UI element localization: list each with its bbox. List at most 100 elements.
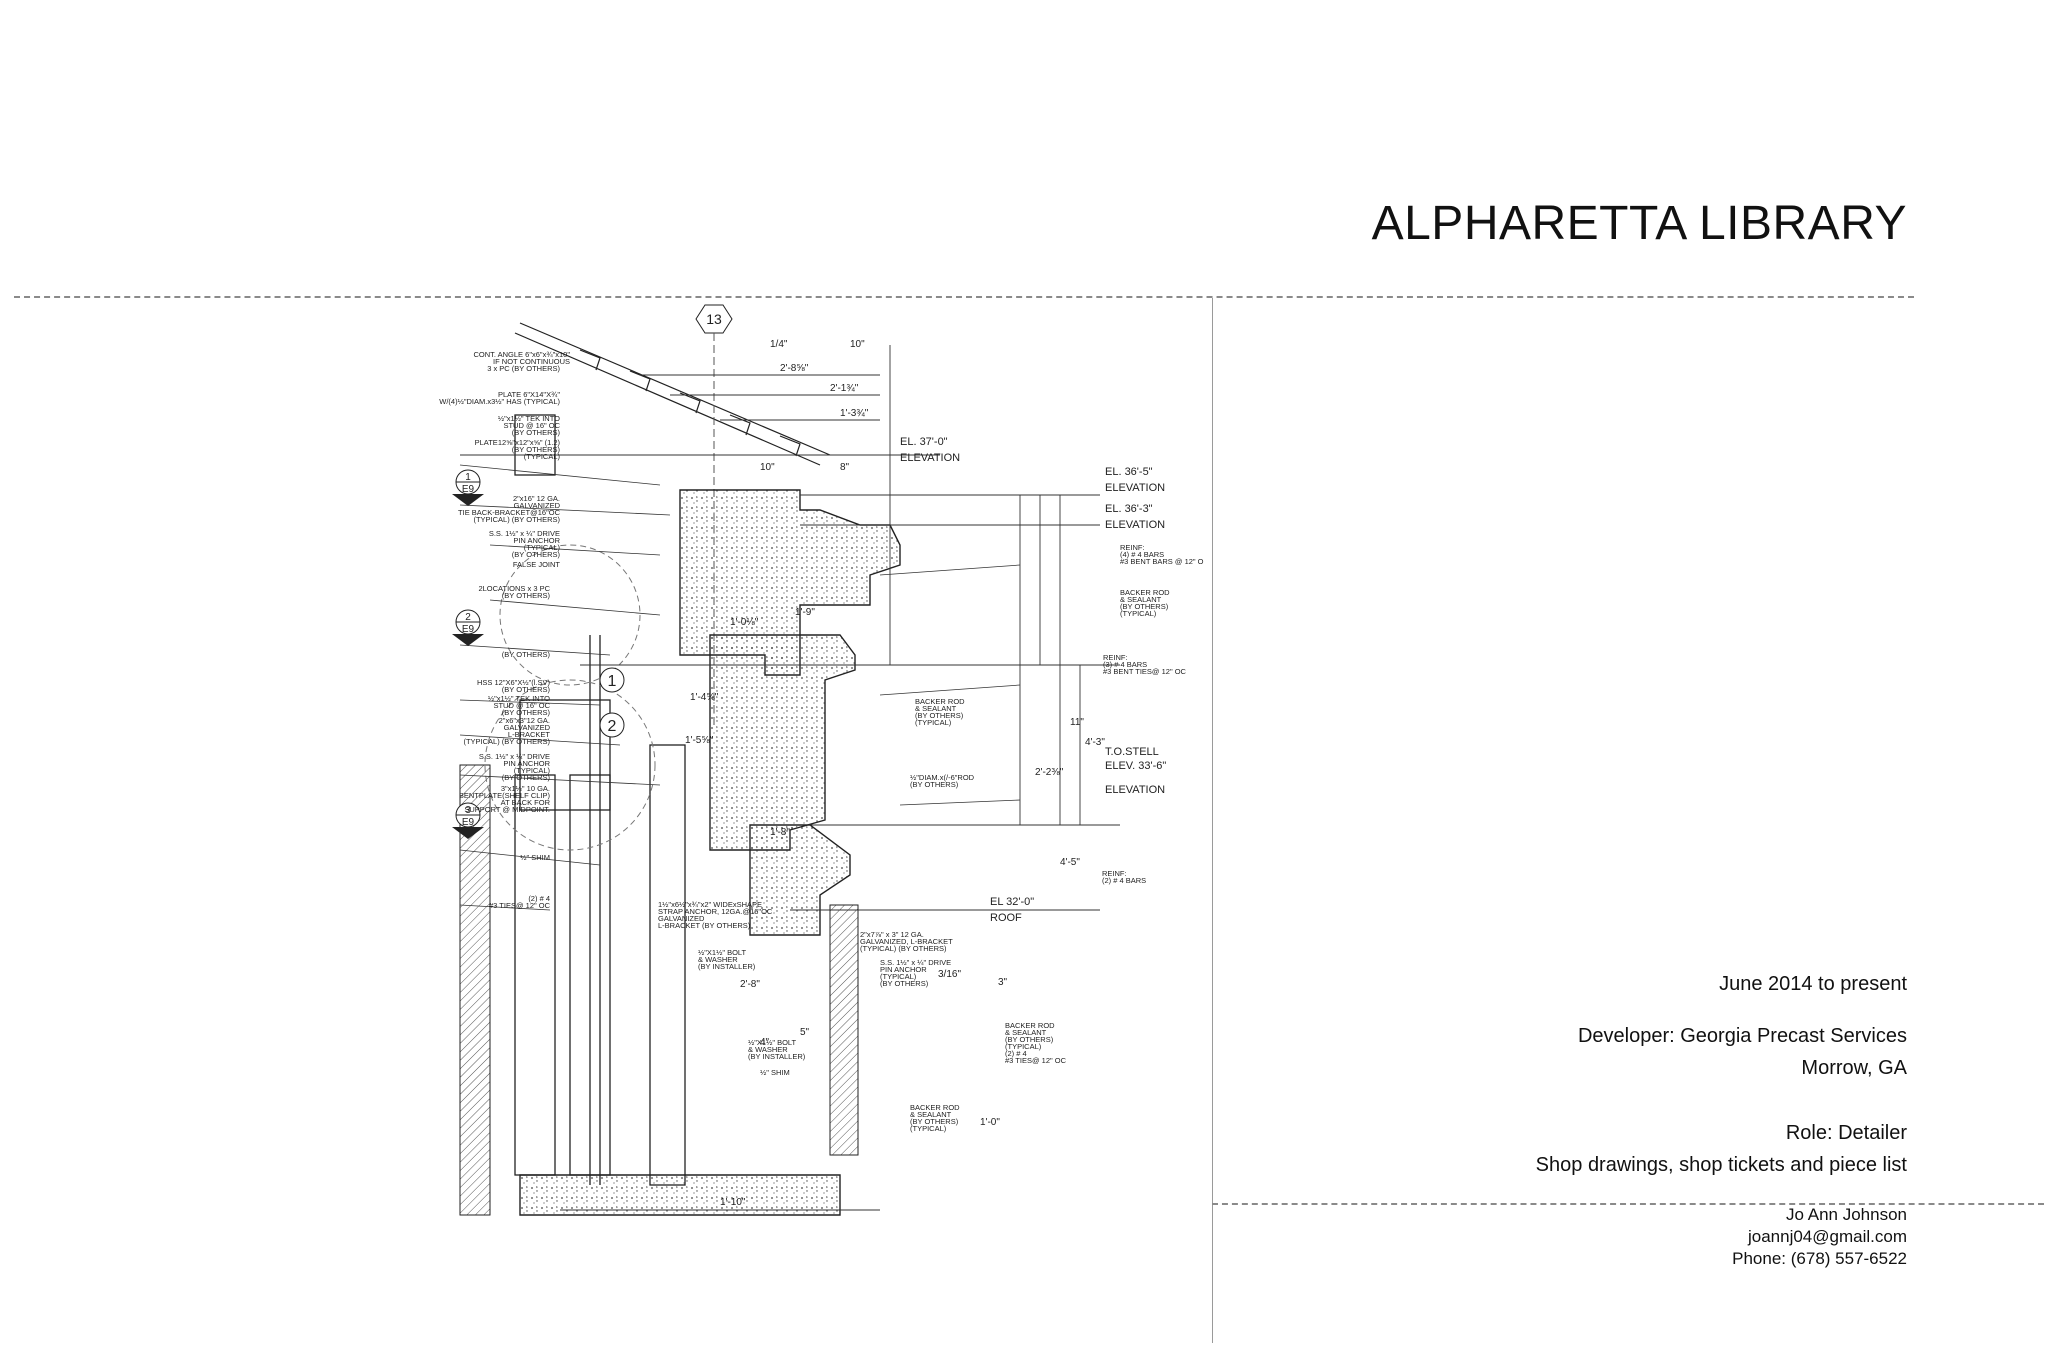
- precast-panel: [519, 489, 901, 1216]
- note-right-35: ½"X1½" BOLT: [698, 948, 747, 957]
- dim-6: 8": [840, 462, 850, 473]
- note-left-11: 2"x16" 12 GA.: [513, 494, 560, 503]
- note-left-15: S.S. 1½" x ¼" DRIVE: [489, 529, 560, 538]
- note-left-35: (BY OTHERS): [502, 773, 551, 782]
- note-left-12: GALVANIZED: [514, 501, 561, 510]
- detail-circles: [484, 544, 656, 851]
- note-right-37: (BY INSTALLER): [698, 962, 756, 971]
- note-right-19: GALVANIZED, L-BRACKET: [860, 937, 953, 946]
- note-left-38: AT BACK FOR: [501, 798, 551, 807]
- elevation-4-label: ELEVATION: [1105, 784, 1165, 796]
- note-left-4: W/(4)½"DIAM.x3½" HAS (TYPICAL): [439, 397, 560, 406]
- note-right-40: (BY INSTALLER): [748, 1052, 806, 1061]
- note-right-4: & SEALANT: [1120, 595, 1162, 604]
- contact-block: Jo Ann Johnson joannj04@gmail.com Phone:…: [1732, 1204, 1907, 1270]
- section-marker-2-num: 2: [465, 612, 471, 623]
- elevation-1-label: ELEVATION: [900, 452, 960, 464]
- dim-15: 5": [800, 1027, 810, 1038]
- dim-1: 2'-1¾": [830, 383, 859, 394]
- note-right-45: L-BRACKET (BY OTHERS): [658, 921, 751, 930]
- note-left-24: (BY OTHERS): [502, 685, 551, 694]
- project-tasks: Shop drawings, shop tickets and piece li…: [1535, 1154, 1907, 1176]
- elevation-labels: EL. 37'-0" ELEVATION EL. 36'-5" ELEVATIO…: [900, 436, 1166, 924]
- note-right-39: & WASHER: [748, 1045, 788, 1054]
- notes-right: REINF:(4) # 4 BARS#3 BENT BARS @ 12" OBA…: [658, 543, 1204, 1133]
- note-right-36: & WASHER: [698, 955, 738, 964]
- elevation-2-label: ELEVATION: [1105, 482, 1165, 494]
- note-right-17: (2) # 4 BARS: [1102, 876, 1146, 885]
- elevation-1: EL. 37'-0": [900, 436, 948, 448]
- dim-0: 2'-8⅝": [780, 363, 809, 374]
- note-left-23: HSS 12"X6"X½"(l.SV): [477, 678, 551, 687]
- dim-20: 2'-2⅜": [1035, 767, 1064, 778]
- leader-lines: [459, 464, 1021, 911]
- note-right-7: REINF:: [1103, 653, 1128, 662]
- note-left-34: (TYPICAL): [514, 766, 551, 775]
- note-left-32: S.S. 1½" x ¼" DRIVE: [479, 752, 550, 761]
- contact-email[interactable]: joannj04@gmail.com: [1747, 1227, 1907, 1246]
- note-right-15: (BY OTHERS): [910, 780, 959, 789]
- note-right-5: (BY OTHERS): [1120, 602, 1169, 611]
- dimension-labels: 2'-8⅝" 2'-1¾" 1'-3¾" 1/4" 10" 10" 8" 1'-…: [685, 339, 1105, 1208]
- note-right-25: BACKER ROD: [1005, 1021, 1055, 1030]
- note-left-0: CONT. ANGLE 6"x6"x¾"x10": [473, 350, 570, 359]
- contact-phone: Phone: (678) 557-6522: [1732, 1249, 1907, 1268]
- note-right-34: (TYPICAL): [910, 1124, 947, 1133]
- dim-9: 1'-4⅝": [690, 692, 719, 703]
- project-dates: June 2014 to present: [1719, 973, 1907, 995]
- note-left-20: 2LOCATIONS x 3 PC: [478, 584, 550, 593]
- note-right-24: (BY OTHERS): [880, 979, 929, 988]
- note-left-10: (TYPICAL): [524, 452, 561, 461]
- note-left-31: (TYPICAL) (BY OTHERS): [463, 737, 550, 746]
- elevation-5: EL 32'-0": [990, 896, 1034, 908]
- note-left-13: TIE BACK-BRACKET@16"OC: [458, 508, 561, 517]
- dimension-lines: [460, 345, 1120, 1211]
- note-left-7: (BY OTHERS): [512, 428, 561, 437]
- project-developer: Developer: Georgia Precast Services: [1577, 1025, 1907, 1047]
- note-left-22: (BY OTHERS): [502, 650, 551, 659]
- note-left-3: PLATE 6"X14"X¾": [498, 390, 560, 399]
- contact-name: Jo Ann Johnson: [1786, 1205, 1907, 1224]
- dim-5: 10": [760, 462, 775, 473]
- vertical-divider: [1212, 298, 1213, 1343]
- dim-19: 11": [1070, 717, 1084, 728]
- project-location: Morrow, GA: [1801, 1057, 1907, 1079]
- note-left-2: 3 x PC (BY OTHERS): [487, 364, 560, 373]
- note-right-44: GALVANIZED: [658, 914, 705, 923]
- note-right-20: (TYPICAL) (BY OTHERS): [860, 944, 947, 953]
- note-right-23: (TYPICAL): [880, 972, 917, 981]
- contact-divider: [1212, 1203, 2044, 1205]
- note-left-14: (TYPICAL) (BY OTHERS): [473, 515, 560, 524]
- note-left-8: PLATE12⅝"x12"x⅝" (1.2): [475, 438, 561, 447]
- note-left-1: IF NOT CONTINUOUS: [493, 357, 570, 366]
- note-right-8: (3) # 4 BARS: [1103, 660, 1147, 669]
- elevation-4-sub: ELEV. 33'-6": [1105, 760, 1166, 772]
- note-left-40: ½" SHIM: [520, 853, 550, 862]
- elevation-4: T.O.STELL: [1105, 746, 1159, 758]
- note-right-38: ½"X1½" BOLT: [748, 1038, 797, 1047]
- note-left-25: ½"x1½" TEK INTO: [488, 694, 550, 703]
- note-right-29: (2) # 4: [1005, 1049, 1027, 1058]
- note-right-31: BACKER ROD: [910, 1103, 960, 1112]
- circle-tag-1: 1: [608, 673, 617, 690]
- section-marker-3-num: 3: [465, 805, 471, 816]
- dim-14: 4": [760, 1037, 770, 1048]
- note-right-30: #3 TIES@ 12" OC: [1005, 1056, 1067, 1065]
- elevation-2: EL. 36'-5": [1105, 466, 1153, 478]
- dim-8: 1'-9": [795, 607, 815, 618]
- roof-slope: [514, 322, 831, 466]
- note-right-13: (TYPICAL): [915, 718, 952, 727]
- note-left-30: L-BRACKET: [508, 730, 551, 739]
- dim-11: 1'-8": [770, 827, 790, 838]
- note-right-42: 1½"x6½"x¾"x2" WIDExSHAPE: [658, 900, 762, 909]
- note-left-33: PIN ANCHOR: [503, 759, 550, 768]
- page-title: ALPHARETTA LIBRARY: [1371, 197, 1907, 250]
- note-right-6: (TYPICAL): [1120, 609, 1157, 618]
- note-right-43: STRAP ANCHOR, 12GA.@16"OC: [658, 907, 773, 916]
- note-right-14: ½"DIAM.x(/-6"ROD: [910, 773, 975, 782]
- note-right-33: (BY OTHERS): [910, 1117, 959, 1126]
- top-divider: [14, 296, 1914, 298]
- dim-17: 4'-3": [1085, 737, 1105, 748]
- note-left-9: (BY OTHERS): [512, 445, 561, 454]
- note-left-37: BENTPLATE(SHELF CLIP): [459, 791, 551, 800]
